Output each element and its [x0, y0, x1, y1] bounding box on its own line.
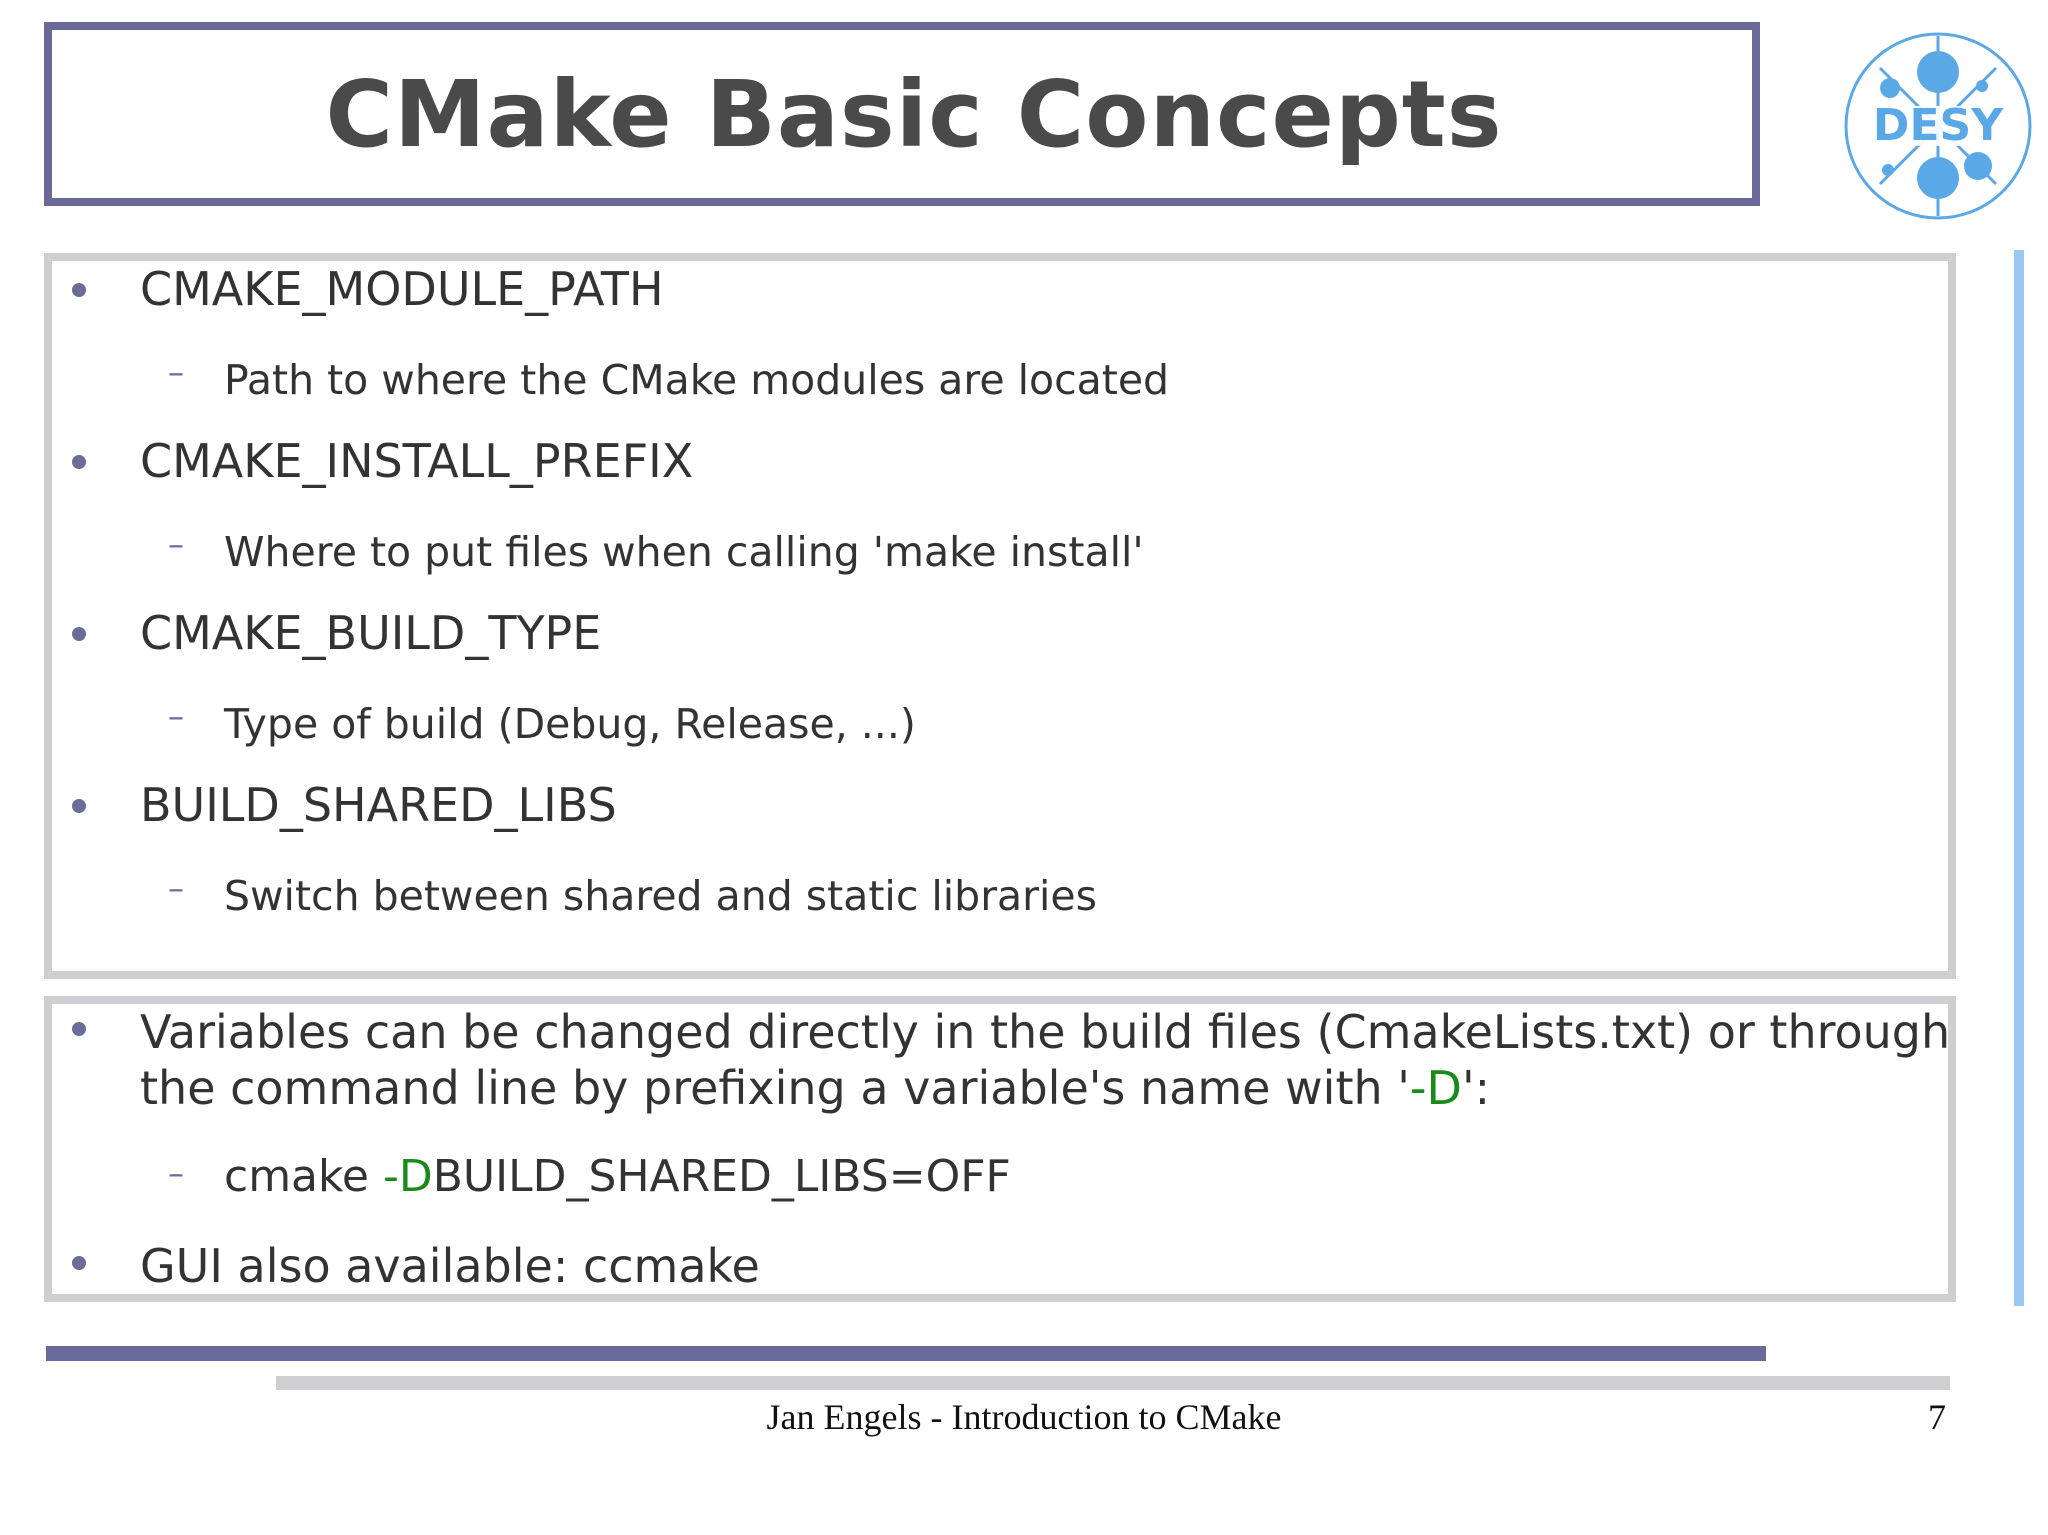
title-box: CMake Basic Concepts	[44, 22, 1760, 206]
desy-logo-graphic: DESY	[1844, 32, 2032, 220]
bullet-icon	[72, 455, 86, 469]
desy-logo: DESY	[1840, 28, 2036, 224]
change-note-line2: the command line by prefixing a variable…	[140, 1060, 1490, 1116]
change-note-line2-end: ':	[1461, 1061, 1491, 1115]
dash-icon: –	[168, 525, 184, 563]
variable-description: Switch between shared and static librari…	[224, 872, 1098, 920]
variable-name: BUILD_SHARED_LIBS	[140, 778, 617, 832]
variables-panel: CMAKE_MODULE_PATH – Path to where the CM…	[44, 253, 1956, 979]
bullet-icon	[72, 799, 86, 813]
footer-bar-primary	[46, 1346, 1766, 1361]
example-command-text: cmake -DBUILD_SHARED_LIBS=OFF	[224, 1152, 1011, 1202]
bullet-icon	[72, 1256, 86, 1270]
gui-note-text: GUI also available: ccmake	[140, 1239, 760, 1293]
dash-icon: –	[168, 697, 184, 735]
dash-icon: –	[168, 353, 184, 391]
example-define-flag: -D	[382, 1151, 433, 1202]
variable-description: Type of build (Debug, Release, ...)	[224, 700, 916, 748]
example-cmd: cmake	[224, 1151, 383, 1202]
define-flag: -D	[1409, 1061, 1462, 1115]
variable-description: Path to where the CMake modules are loca…	[224, 356, 1170, 404]
bullet-icon	[72, 1022, 86, 1036]
example-rest: BUILD_SHARED_LIBS=OFF	[432, 1151, 1011, 1202]
dash-icon: –	[168, 1154, 184, 1192]
slide-title: CMake Basic Concepts	[325, 60, 1503, 168]
bullet-icon	[72, 283, 86, 297]
variable-name: CMAKE_MODULE_PATH	[140, 262, 664, 316]
change-note-line1: Variables can be changed directly in the…	[140, 1005, 1951, 1059]
variable-name: CMAKE_INSTALL_PREFIX	[140, 434, 694, 488]
page-number: 7	[1928, 1397, 1946, 1437]
side-accent-bar	[2014, 250, 2024, 1306]
variable-description: Where to put files when calling 'make in…	[224, 528, 1144, 576]
bullet-icon	[72, 627, 86, 641]
dash-icon: –	[168, 869, 184, 907]
notes-panel: Variables can be changed directly in the…	[44, 996, 1956, 1302]
footer-bar-secondary	[276, 1376, 1950, 1390]
logo-text: DESY	[1873, 100, 2004, 151]
footer-text: Jan Engels - Introduction to CMake	[766, 1397, 1282, 1437]
change-note-line2-start: the command line by prefixing a variable…	[140, 1061, 1410, 1115]
variable-name: CMAKE_BUILD_TYPE	[140, 606, 602, 660]
